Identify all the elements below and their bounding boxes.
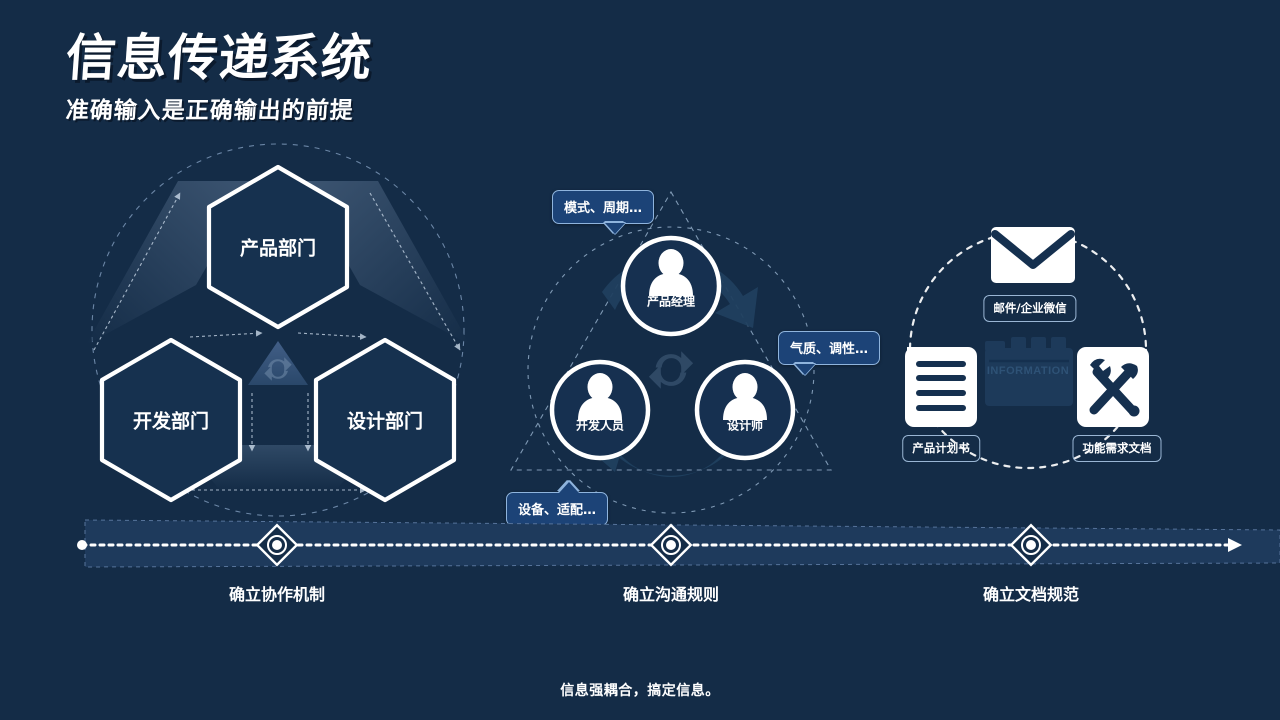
speech-bubble-design-text: 气质、调性… [790, 342, 869, 357]
hexagon-label-product-dept: 产品部门 [239, 237, 317, 260]
footer-note: 信息强耦合，搞定信息。 [560, 683, 720, 699]
dotted-connectors [93, 192, 461, 494]
speech-bubble-dev[interactable]: 设备、适配… [506, 482, 609, 526]
panel-document-channels [885, 215, 1165, 485]
person-icon [649, 249, 693, 296]
panel-hexagon-departments: 产品部门 开发部门 设计部门 [70, 143, 510, 525]
information-watermark-text: INFORMATION [986, 365, 1070, 377]
doc-label-product-plan: 产品计划书 [902, 435, 980, 462]
bubble-tail-up-icon [559, 482, 579, 493]
person-icon [578, 373, 622, 420]
page-title: 信息传递系统 [63, 29, 375, 87]
person-label-developer: 开发人员 [575, 418, 625, 433]
timeline-milestone-1[interactable] [255, 523, 299, 567]
person-label-product-manager: 产品经理 [646, 294, 696, 309]
center-wedge [248, 341, 308, 385]
envelope-icon [991, 227, 1075, 283]
outer-dashed-circle [91, 143, 465, 517]
tools-document-icon [1077, 347, 1149, 427]
roles-diagram-svg [510, 190, 832, 514]
doc-label-requirement-doc: 功能需求文档 [1072, 435, 1162, 462]
hexagon-design-dept [313, 337, 457, 503]
hexagon-product-dept [206, 164, 350, 330]
document-lines-icon [905, 347, 977, 427]
panel-roles-communication: 产品经理 开发人员 设计师 [505, 170, 845, 514]
bubble-tail-down-icon [795, 364, 815, 375]
refresh-cycle-icon [264, 357, 292, 381]
title-block: 信息传递系统 准确输入是正确输出的前提 [63, 29, 375, 125]
timeline-milestone-2[interactable] [649, 523, 693, 567]
hexagon-diagram-svg [86, 143, 470, 517]
center-refresh-icon [648, 351, 694, 389]
timeline-arrow-icon [1228, 538, 1242, 552]
speech-bubble-design[interactable]: 气质、调性… [778, 331, 881, 375]
hexagon-dev-dept [99, 337, 243, 503]
timeline-label-3: 确立文档规范 [982, 585, 1080, 604]
page-subtitle: 准确输入是正确输出的前提 [64, 97, 355, 124]
person-circle-designer [694, 359, 796, 461]
speech-bubble-product-text: 模式、周期… [564, 201, 643, 216]
timeline-svg [77, 519, 1280, 568]
hexagon-label-dev-dept: 开发部门 [132, 410, 210, 433]
doc-label-email: 邮件/企业微信 [983, 295, 1077, 322]
speech-bubble-product[interactable]: 模式、周期… [552, 190, 655, 234]
dashed-triangle [510, 190, 832, 471]
timeline-label-1: 确立协作机制 [228, 585, 326, 604]
person-circle-product-manager [620, 235, 722, 337]
person-label-designer: 设计师 [726, 418, 764, 433]
timeline-label-2: 确立沟通规则 [622, 585, 720, 604]
speech-bubble-dev-text: 设备、适配… [518, 503, 597, 518]
documents-diagram-svg [905, 227, 1149, 470]
person-icon [723, 373, 767, 420]
timeline-start-dot [77, 540, 87, 550]
timeline-milestone-3[interactable] [1009, 523, 1053, 567]
person-circle-developer [549, 359, 651, 461]
information-watermark [985, 337, 1073, 406]
process-timeline: 确立协作机制 确立沟通规则 确立文档规范 [0, 505, 1280, 615]
bubble-tail-down-icon [605, 223, 625, 234]
hexagon-label-design-dept: 设计部门 [346, 410, 424, 433]
